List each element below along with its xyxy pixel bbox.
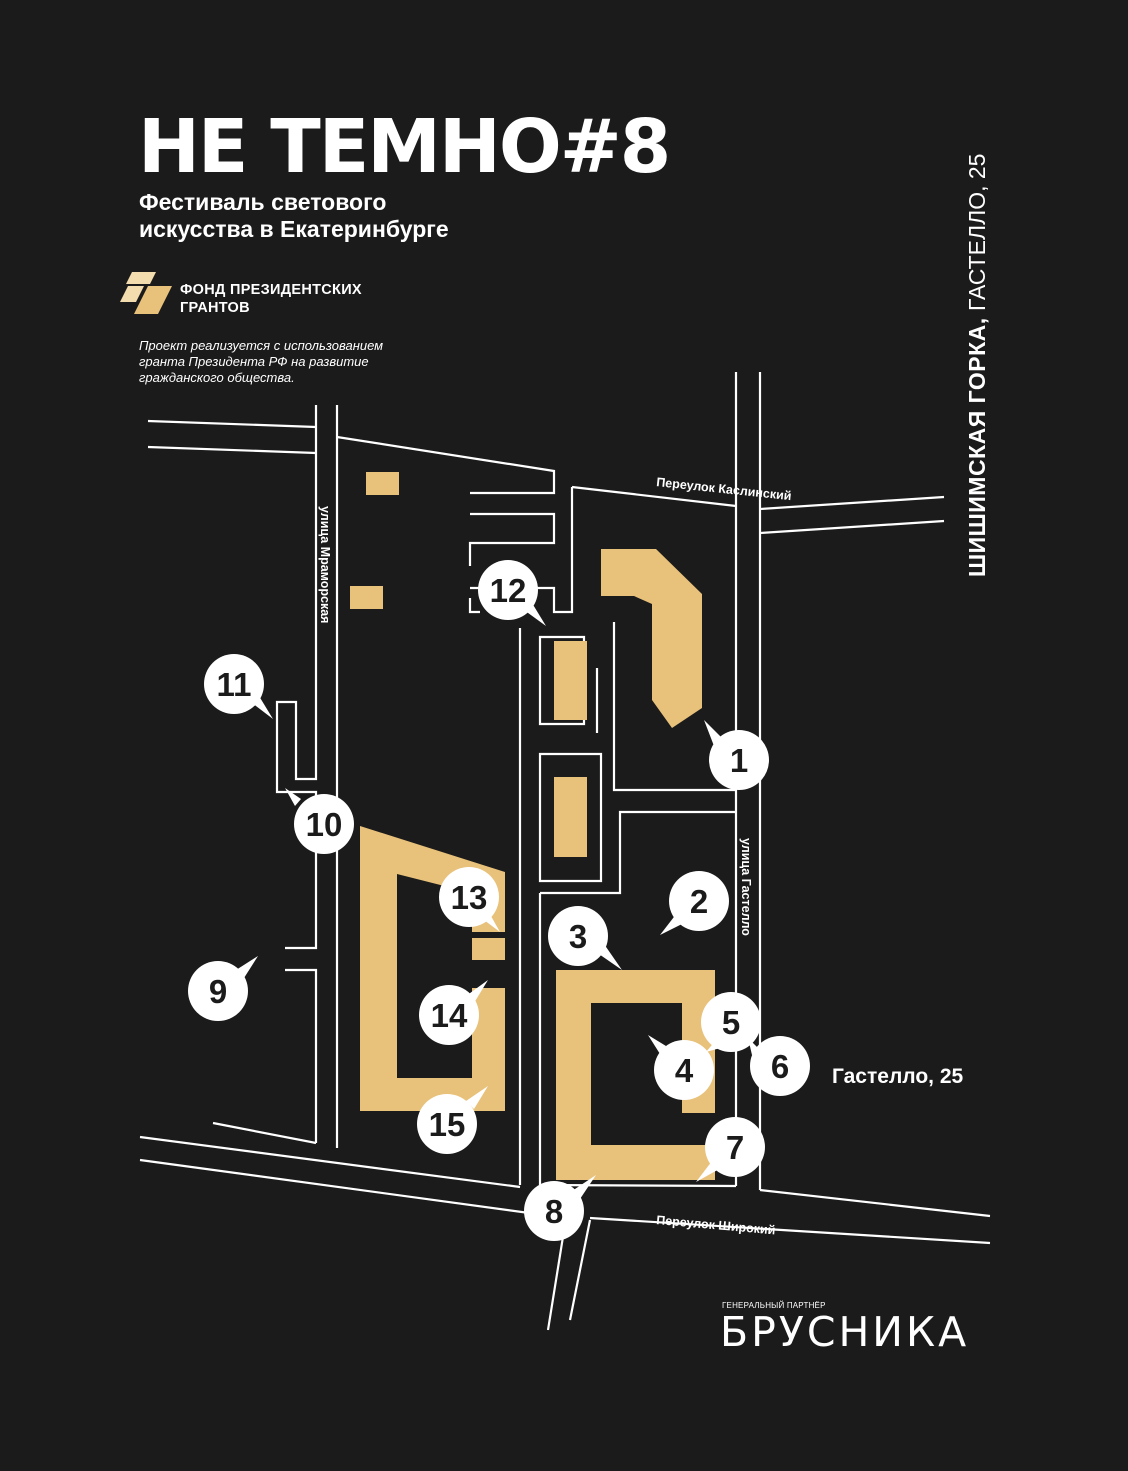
road-shiroky-lower-west [139, 1158, 567, 1220]
pin-8[interactable]: 8 [524, 1175, 596, 1241]
pin-13[interactable]: 13 [439, 867, 500, 932]
festival-title: НЕ ТЕМНО#8 [138, 104, 671, 190]
grant-note-line-1: Проект реализуется с использованием [139, 338, 384, 353]
pin-1[interactable]: 1 [704, 720, 769, 790]
pin-7-label: 7 [726, 1129, 744, 1166]
road-shiroky-upper-east [759, 1188, 991, 1218]
grant-note: Проект реализуется с использованием гран… [139, 338, 439, 386]
road-shiroky-branch [212, 1121, 317, 1145]
pin-4[interactable]: 4 [648, 1035, 714, 1100]
street-label-gastello: улица Гастелло [739, 838, 753, 936]
grant-note-line-3: гражданского общества. [139, 370, 295, 385]
road-kaslinsky-west-upper [147, 419, 317, 429]
fund-name-line-1: ФОНД ПРЕЗИДЕНТСКИХ [180, 282, 362, 298]
pin-10[interactable]: 10 [285, 788, 354, 854]
pin-2-label: 2 [690, 883, 708, 920]
road-shiroky-upper-west [139, 1135, 521, 1189]
pin-3-label: 3 [569, 918, 587, 955]
street-label-shiroky: Переулок Широкий [656, 1213, 776, 1237]
pin-12[interactable]: 12 [478, 560, 546, 626]
pins: 1 2 3 4 5 6 7 [188, 560, 810, 1241]
pin-1-label: 1 [730, 742, 748, 779]
address-label: Гастелло, 25 [832, 1065, 964, 1088]
building-small-1 [366, 472, 399, 495]
festival-subtitle: Фестиваль светового искусства в Екатерин… [139, 189, 449, 243]
pin-3[interactable]: 3 [548, 906, 622, 970]
pin-10-label: 10 [306, 806, 343, 843]
pin-14[interactable]: 14 [419, 980, 488, 1045]
pin-6[interactable]: 6 [748, 1036, 810, 1096]
pin-9-label: 9 [209, 973, 227, 1010]
street-label-mramorskaya: улица Мраморская [318, 506, 332, 623]
pin-2[interactable]: 2 [660, 871, 729, 935]
pin-7[interactable]: 7 [696, 1117, 765, 1182]
road-mramorskaya-west [275, 405, 318, 950]
fund-name: ФОНД ПРЕЗИДЕНТСКИХ ГРАНТОВ [180, 281, 362, 317]
building-1 [601, 549, 702, 728]
pin-8-label: 8 [545, 1193, 563, 1230]
pin-11[interactable]: 11 [204, 654, 273, 719]
road-inner-c [540, 810, 736, 895]
pin-4-label: 4 [675, 1052, 694, 1089]
partner-logo: БРУСНИКА [720, 1308, 970, 1356]
road-kaslinsky-upper-far [759, 495, 945, 511]
pin-13-label: 13 [451, 879, 488, 916]
road-shiroky-upper-mid [539, 1183, 737, 1188]
road-driveway-1 [468, 512, 556, 566]
grant-note-line-2: гранта Президента РФ на развитие [139, 354, 369, 369]
pin-5[interactable]: 5 [701, 992, 761, 1052]
road-kaslinsky-lower-far [759, 519, 945, 535]
road-kaslinsky-upper-mid [336, 435, 556, 495]
pin-12-label: 12 [490, 572, 527, 609]
buildings [350, 472, 715, 1180]
subtitle-line-2: искусства в Екатеринбурге [139, 216, 449, 242]
subtitle-line-1: Фестиваль светового [139, 189, 387, 215]
road-driveway-3 [468, 598, 480, 614]
road-inner-b [612, 622, 736, 792]
building-west-complex [360, 826, 505, 1111]
road-block-a [538, 635, 586, 726]
pin-15[interactable]: 15 [417, 1086, 488, 1154]
pin-6-label: 6 [771, 1048, 789, 1085]
pin-14-label: 14 [431, 997, 468, 1034]
road-shiroky-lower-east [589, 1216, 991, 1245]
partner-label: ГЕНЕРАЛЬНЫЙ ПАРТНЁР [722, 1301, 826, 1310]
road-block-b [538, 752, 603, 883]
building-small-2 [350, 586, 383, 609]
pin-5-label: 5 [722, 1004, 740, 1041]
pin-11-label: 11 [217, 666, 252, 703]
road-mramorskaya-west-lower [285, 968, 318, 1143]
building-block-a [554, 641, 587, 720]
road-south-east [568, 1219, 592, 1321]
building-notch [472, 938, 505, 960]
building-block-b [554, 777, 587, 857]
pin-15-label: 15 [429, 1106, 466, 1143]
pin-9[interactable]: 9 [188, 956, 258, 1021]
road-kaslinsky-west-lower [147, 445, 317, 455]
road-kaslinsky-upper-east [571, 485, 737, 508]
fund-name-line-2: ГРАНТОВ [180, 300, 250, 316]
fund-logo-icon [120, 272, 172, 314]
